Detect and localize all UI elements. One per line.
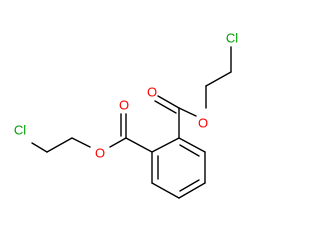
- ring-bond-3: [178, 182, 206, 199]
- atom-chlorine-left: Cl: [14, 123, 26, 138]
- bonds: [31, 46, 232, 199]
- bond-c-o-double-b: [154, 100, 177, 114]
- bond-c-o-left: [109, 137, 127, 148]
- ring-bond-6: [151, 137, 180, 153]
- atom-oxygen-ester-left: O: [95, 146, 105, 161]
- bond-ch2-ch2-left: [46, 137, 73, 153]
- ring-bond-4: [151, 182, 180, 199]
- chemical-structure-diagram: Cl O O O O Cl: [14, 31, 238, 199]
- ring-bond-1: [178, 137, 206, 153]
- atom-oxygen-carbonyl-left: O: [119, 98, 129, 113]
- atom-oxygen-carbonyl-top: O: [147, 85, 157, 100]
- bond-ring-c-left: [125, 137, 153, 153]
- bond-c-o-double-a: [157, 95, 180, 109]
- bond-o-c-top: [178, 107, 197, 117]
- bond-ch2-ch2-top: [205, 71, 232, 87]
- bond-o-ch2-left: [71, 137, 91, 148]
- bond-ch2-cl-left: [31, 142, 48, 153]
- atom-chlorine-top: Cl: [226, 31, 238, 46]
- ring-inner-double-2: [179, 179, 200, 192]
- atom-labels: Cl O O O O Cl: [14, 31, 238, 161]
- atom-oxygen-ester-top: O: [198, 116, 208, 131]
- ring-inner-double-1: [179, 144, 200, 157]
